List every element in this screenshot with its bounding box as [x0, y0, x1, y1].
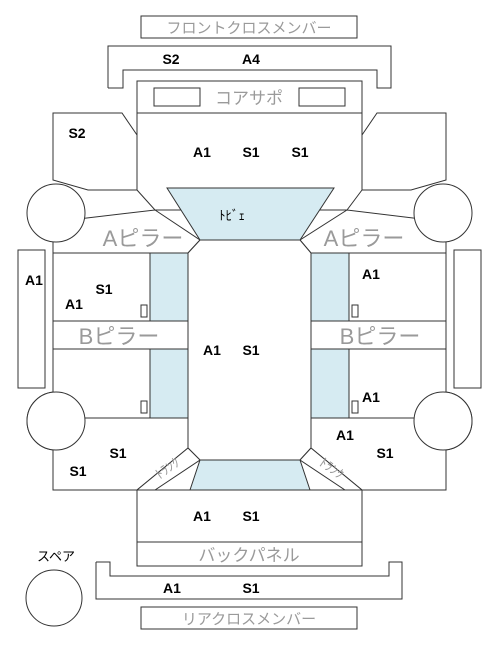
- rear-member-bracket: [95, 561, 403, 600]
- left-rear-door-handle: [140, 400, 148, 414]
- grade-left-rear-s2: S1: [69, 463, 86, 479]
- right-rear-wheel-front: [413, 391, 473, 451]
- right-b-pillar: [310, 320, 447, 350]
- right-front-wheel: [413, 183, 473, 243]
- rear-floor: [136, 489, 363, 543]
- core-support-right-slot: [298, 87, 346, 107]
- right-outer-panel: [453, 249, 482, 389]
- grade-rear-member-a: A1: [163, 580, 181, 596]
- right-front-fender: [361, 112, 447, 191]
- grade-left-rear-s1: S1: [109, 445, 126, 461]
- grade-front-left-fender: S2: [68, 125, 85, 141]
- left-b-pillar-label: Bピラー: [79, 324, 160, 349]
- grade-front-member-left: S2: [162, 51, 179, 67]
- tunnel-label: ﾄﾋﾞｪ: [219, 208, 245, 223]
- right-front-door: [348, 252, 447, 322]
- spare-label: スペア: [37, 549, 75, 564]
- front-cross-member-label: フロントクロスメンバー: [166, 20, 331, 37]
- left-a-pillar-label: Aピラー: [103, 226, 184, 251]
- windshield: [166, 187, 335, 241]
- grade-front-center-3: S1: [291, 144, 308, 160]
- grade-rear-floor-s: S1: [242, 508, 259, 524]
- left-front-fender: [52, 112, 138, 191]
- front-cross-member-box: [140, 15, 358, 39]
- rear-cross-member-label: リアクロスメンバー: [182, 611, 316, 628]
- right-b-pillar-label: Bピラー: [340, 324, 421, 349]
- back-panel-box: [136, 541, 363, 567]
- back-panel-label: バックパネル: [198, 546, 299, 565]
- rear-window: [189, 459, 311, 491]
- grade-left-outer-panel: A1: [25, 272, 43, 288]
- left-outer-panel: [17, 249, 46, 389]
- grade-front-member-right: A4: [242, 51, 260, 67]
- spare-tire: [25, 569, 83, 627]
- grade-floor-a: A1: [203, 342, 221, 358]
- left-front-wheel: [26, 183, 86, 243]
- grade-right-rear-door: A1: [362, 389, 380, 405]
- left-b-pillar: [52, 320, 189, 350]
- left-rear-door: [52, 348, 151, 419]
- grade-floor-s: S1: [242, 342, 259, 358]
- right-a-pillar-label: Aピラー: [324, 226, 405, 251]
- grade-left-front-door-a: A1: [65, 296, 83, 312]
- left-front-door-handle: [140, 304, 148, 318]
- core-support-left-slot: [153, 87, 201, 107]
- right-rear-door-handle: [351, 400, 359, 414]
- right-front-door-handle: [351, 304, 359, 318]
- grade-rear-member-s: S1: [242, 580, 259, 596]
- grade-right-rear-quarter-s: S1: [376, 445, 393, 461]
- grade-left-front-door-s: S1: [95, 281, 112, 297]
- rear-cross-member-box: [140, 606, 358, 630]
- grade-front-center-2: S1: [242, 144, 259, 160]
- left-rear-wheel-front: [26, 391, 86, 451]
- grade-right-rear-quarter-a: A1: [336, 427, 354, 443]
- grade-front-center-1: A1: [193, 144, 211, 160]
- grade-rear-floor-a: A1: [193, 508, 211, 524]
- core-support-label: コアサポ: [215, 89, 283, 108]
- front-member-bracket: [107, 45, 392, 89]
- grade-right-front-door: A1: [362, 266, 380, 282]
